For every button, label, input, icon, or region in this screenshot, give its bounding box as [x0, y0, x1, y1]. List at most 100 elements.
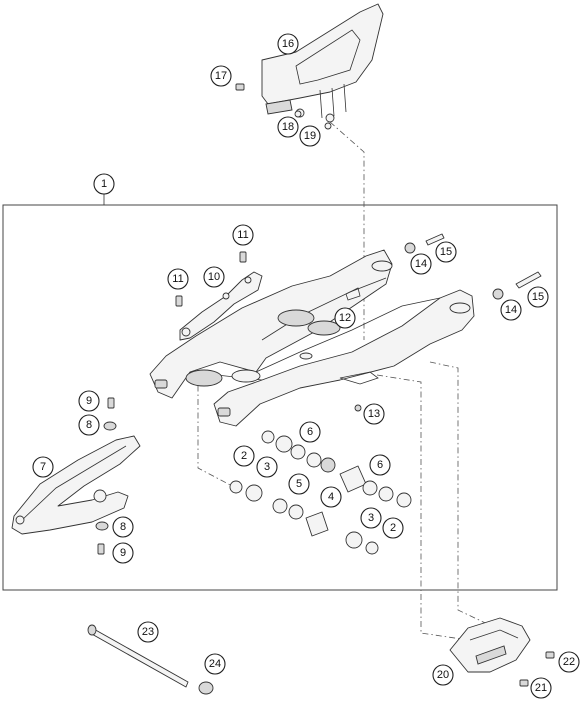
callout-c5: 5: [288, 473, 310, 495]
callout-number: 4: [328, 491, 334, 503]
screw-9-lower: [97, 543, 105, 555]
callout-number: 3: [264, 461, 270, 473]
screw-11-right: [239, 251, 247, 263]
callout-circle: [500, 299, 522, 321]
callout-c2b: 2: [382, 517, 404, 539]
bearing-set: [229, 430, 412, 555]
washer-18: [294, 110, 302, 118]
callout-number: 23: [142, 626, 154, 638]
chain-slider-7: [11, 435, 141, 535]
callout-c13: 13: [363, 403, 385, 425]
callout-circle: [558, 651, 580, 673]
bracket-10: [179, 271, 263, 341]
callout-c7: 7: [32, 456, 54, 478]
callout-c14b: 14: [500, 299, 522, 321]
callout-c19: 19: [299, 125, 321, 147]
callout-c14a: 14: [410, 253, 432, 275]
callout-number: 9: [120, 547, 126, 559]
callout-c8a: 8: [78, 414, 100, 436]
screw-21: [519, 679, 529, 687]
callout-number: 6: [377, 459, 383, 471]
chain-guard: [261, 3, 384, 123]
washer-8-upper: [103, 421, 117, 431]
callout-c22: 22: [558, 651, 580, 673]
callout-c15a: 15: [435, 241, 457, 263]
callout-c6a: 6: [299, 421, 321, 443]
callout-circle: [320, 486, 342, 508]
screw-17: [235, 83, 245, 91]
callout-number: 11: [237, 229, 248, 241]
callout-circle: [334, 307, 356, 329]
callout-c18: 18: [277, 116, 299, 138]
callout-number: 8: [86, 419, 92, 431]
guide-line-chain-slider-b: [429, 361, 501, 631]
callout-circle: [530, 677, 552, 699]
callout-c10: 10: [203, 266, 225, 288]
callout-c11a: 11: [232, 224, 254, 246]
callout-number: 17: [215, 70, 227, 82]
callout-c15b: 15: [527, 286, 549, 308]
callout-c6b: 6: [369, 454, 391, 476]
callout-number: 14: [415, 258, 427, 270]
screw-22: [545, 651, 555, 659]
callout-number: 6: [307, 426, 313, 438]
callout-circle: [232, 224, 254, 246]
callout-c9b: 9: [112, 542, 134, 564]
callout-c1: 1: [93, 173, 115, 195]
callout-circle: [137, 621, 159, 643]
callout-circle: [167, 268, 189, 290]
callout-c3b: 3: [360, 507, 382, 529]
callout-number: 1: [101, 178, 107, 190]
callout-c9a: 9: [78, 390, 100, 412]
callout-c16: 16: [277, 33, 299, 55]
pin-15-upper: [425, 233, 445, 246]
callout-circle: [203, 266, 225, 288]
callout-c17: 17: [210, 65, 232, 87]
callout-number: 7: [40, 461, 46, 473]
callout-number: 2: [241, 450, 247, 462]
callout-circle: [78, 390, 100, 412]
callout-circle: [277, 33, 299, 55]
callout-c12: 12: [334, 307, 356, 329]
callout-c8b: 8: [112, 516, 134, 538]
screw-9-upper: [107, 397, 115, 409]
callout-circle: [204, 653, 226, 675]
callout-number: 15: [532, 291, 544, 303]
guide-line-chain-guard: [329, 121, 365, 340]
callout-number: 3: [368, 512, 374, 524]
bushing-19: [324, 122, 332, 130]
callout-circle: [382, 517, 404, 539]
callout-number: 13: [368, 408, 380, 420]
callout-number: 9: [86, 395, 92, 407]
callout-number: 18: [282, 121, 294, 133]
callout-circle: [288, 473, 310, 495]
callout-number: 22: [563, 656, 575, 668]
callout-circle: [410, 253, 432, 275]
guide-line-pivot: [197, 372, 237, 489]
callout-c21: 21: [530, 677, 552, 699]
callout-circle: [360, 507, 382, 529]
pivot-axle-23: [87, 624, 189, 688]
callout-number: 20: [437, 669, 449, 681]
callout-number: 21: [535, 682, 547, 694]
callout-circle: [32, 456, 54, 478]
callout-circle: [112, 516, 134, 538]
callout-circle: [210, 65, 232, 87]
callout-c3a: 3: [256, 456, 278, 478]
callout-c24: 24: [204, 653, 226, 675]
callout-number: 5: [296, 478, 302, 490]
callout-circle: [299, 421, 321, 443]
swingarm: [149, 249, 475, 427]
callout-number: 8: [120, 521, 126, 533]
screw-11-left: [175, 295, 183, 307]
callout-number: 10: [208, 271, 220, 283]
callout-circle: [78, 414, 100, 436]
grease-nipple-13: [354, 404, 362, 412]
pin-15-lower: [515, 271, 542, 289]
callout-circle: [277, 116, 299, 138]
callout-circle: [527, 286, 549, 308]
callout-circle: [233, 445, 255, 467]
callout-number: 11: [172, 273, 183, 285]
